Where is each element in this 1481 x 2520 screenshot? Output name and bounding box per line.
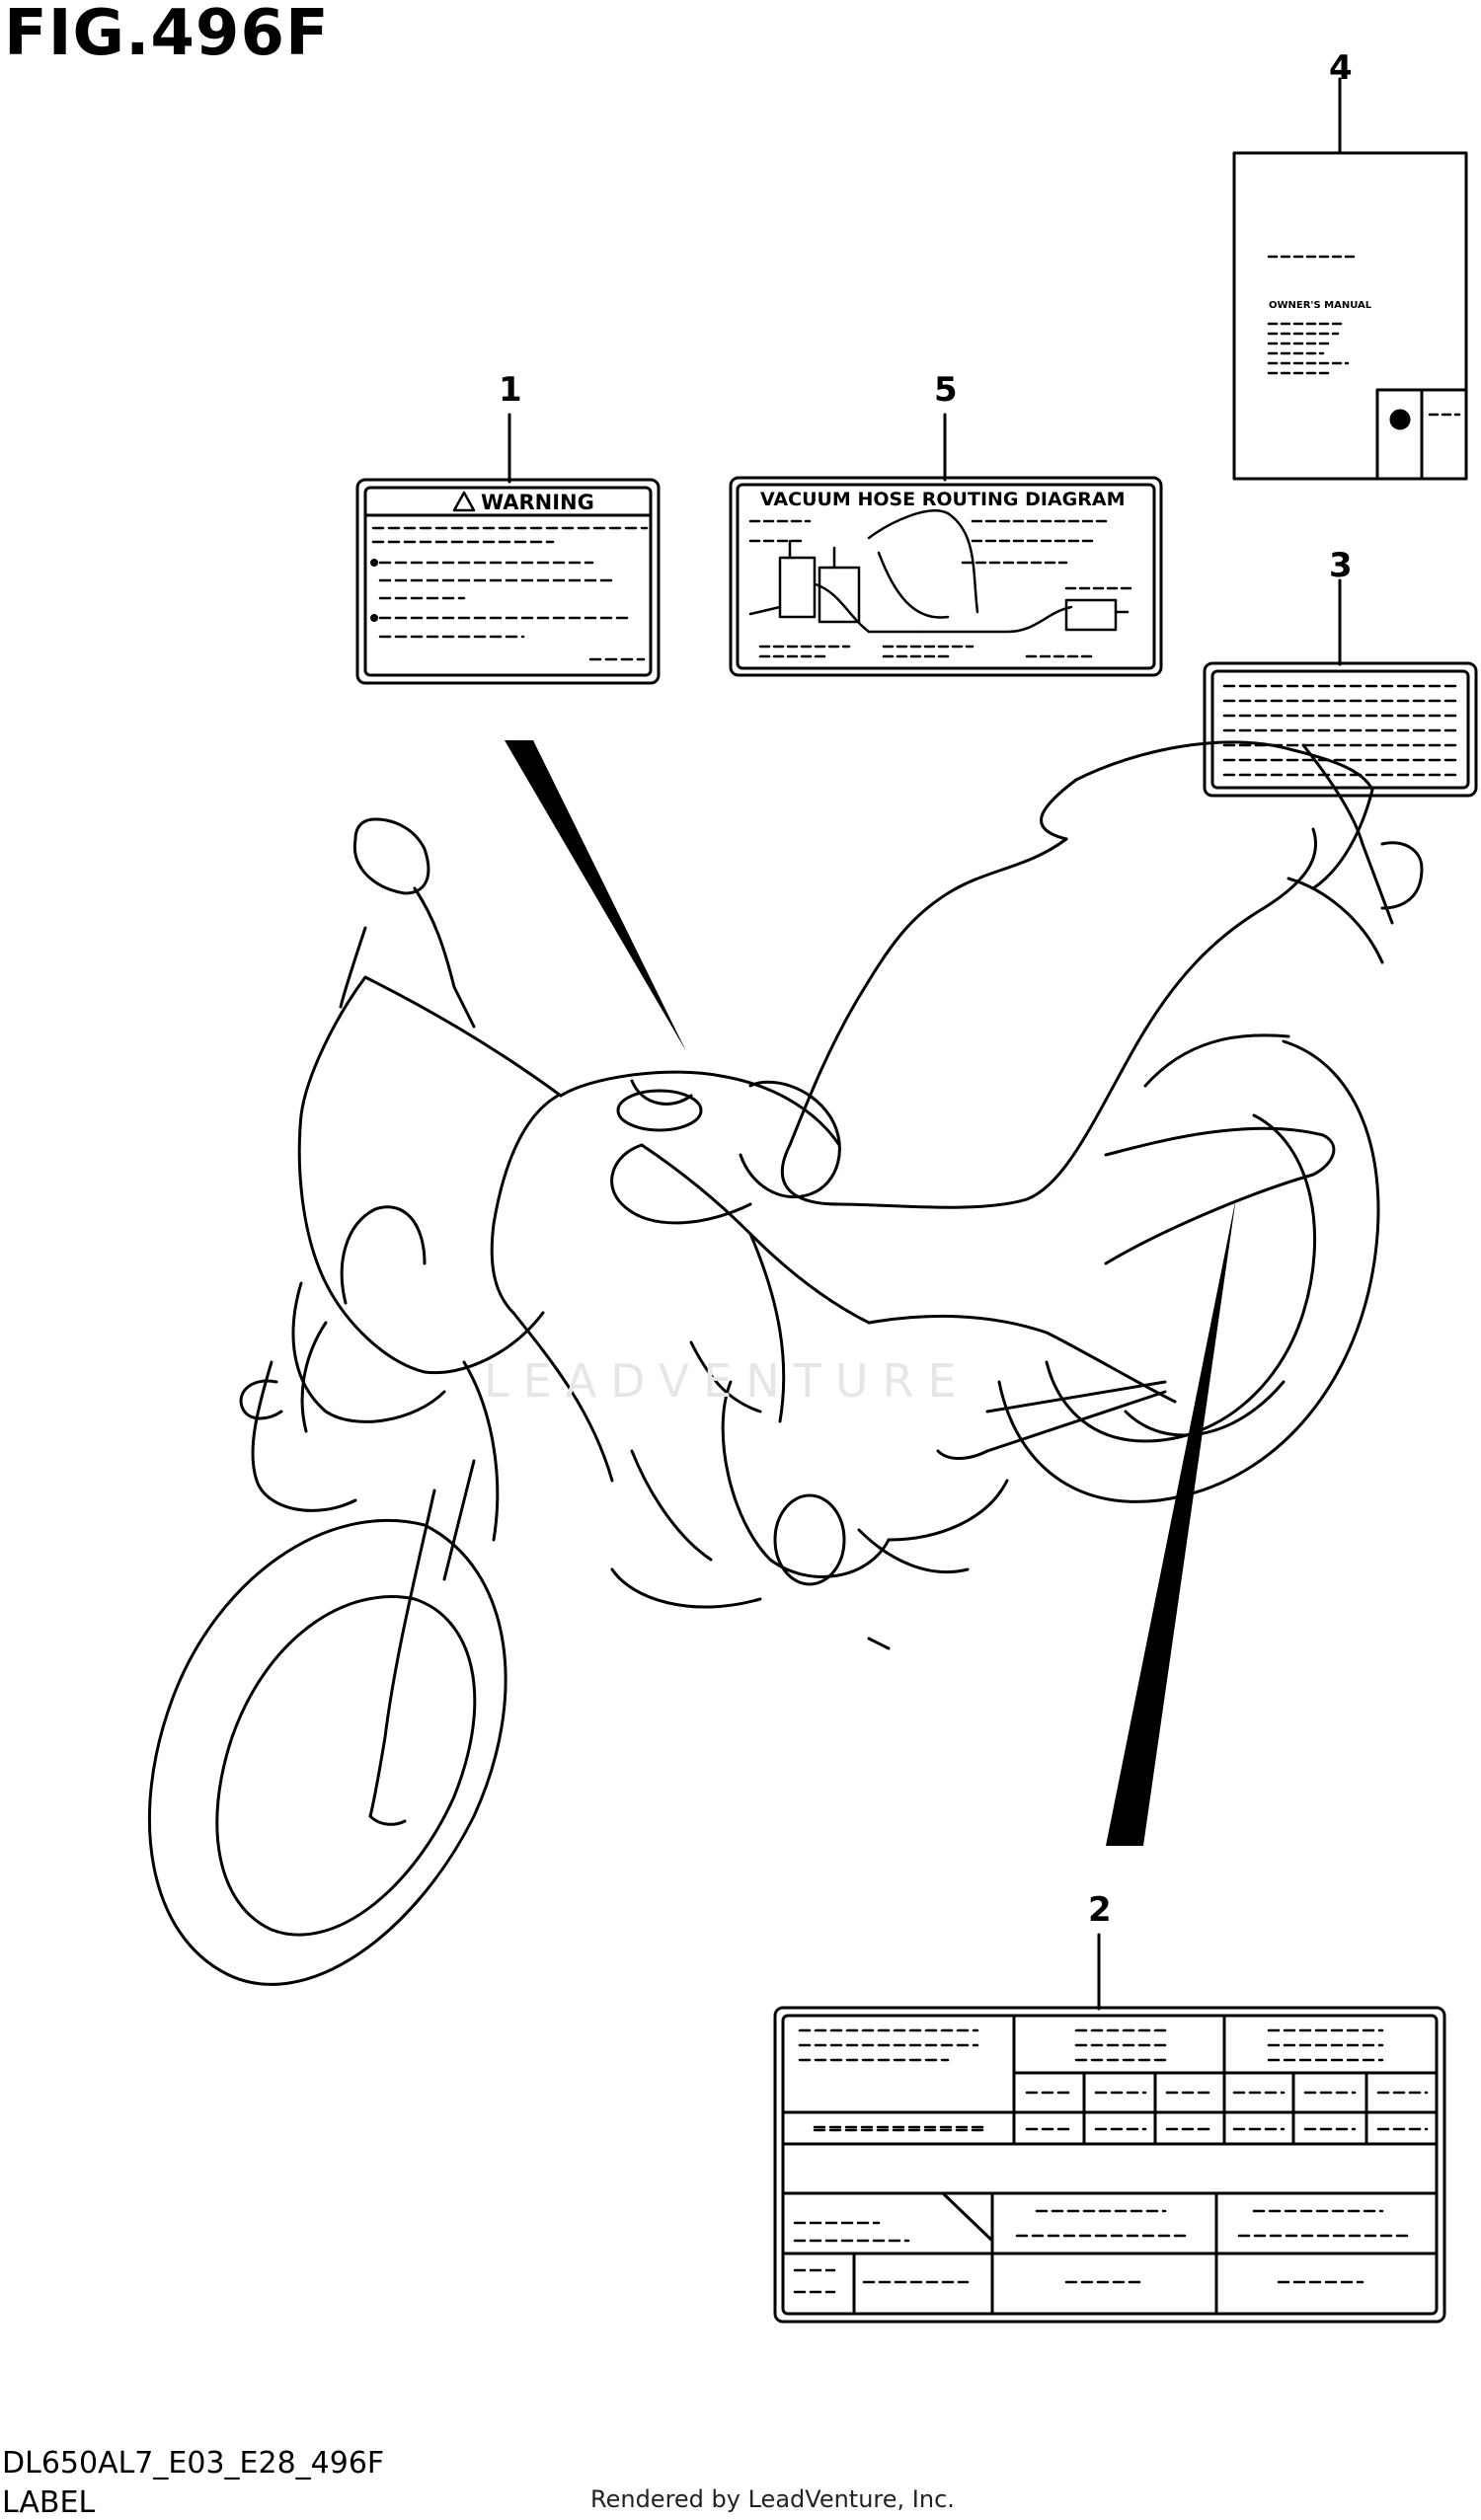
brand-emblem-icon (1389, 409, 1411, 430)
callout-2: 2 (1088, 1890, 1112, 1930)
figure-title: FIG.496F (4, 0, 330, 70)
vacuum-hose-label: VACUUM HOSE ROUTING DIAGRAM (729, 413, 1163, 677)
figure-code: DL650AL7_E03_E28_496F (2, 2446, 385, 2481)
callout-1: 1 (499, 370, 522, 410)
manual-heading: OWNER'S MANUAL (1269, 300, 1372, 311)
watermark: LEADVENTURE (484, 1354, 971, 1408)
motorcycle-outline (147, 740, 1424, 1986)
callout-5: 5 (934, 370, 958, 410)
warning-label-heading: WARNING (481, 491, 594, 514)
info-table-label (773, 1933, 1446, 2324)
warning-label: WARNING (355, 413, 661, 685)
vacuum-label-heading: VACUUM HOSE ROUTING DIAGRAM (760, 489, 1126, 510)
figure-name: LABEL (2, 2485, 96, 2520)
callout-3: 3 (1329, 546, 1353, 585)
leader-arrow-label-1 (505, 740, 686, 1051)
callout-4: 4 (1329, 48, 1353, 88)
leader-arrow-label-2 (1106, 1197, 1236, 1846)
warning-triangle-icon (452, 491, 476, 512)
owners-manual: OWNER'S MANUAL (1232, 77, 1468, 481)
render-credit: Rendered by LeadVenture, Inc. (590, 2485, 955, 2513)
